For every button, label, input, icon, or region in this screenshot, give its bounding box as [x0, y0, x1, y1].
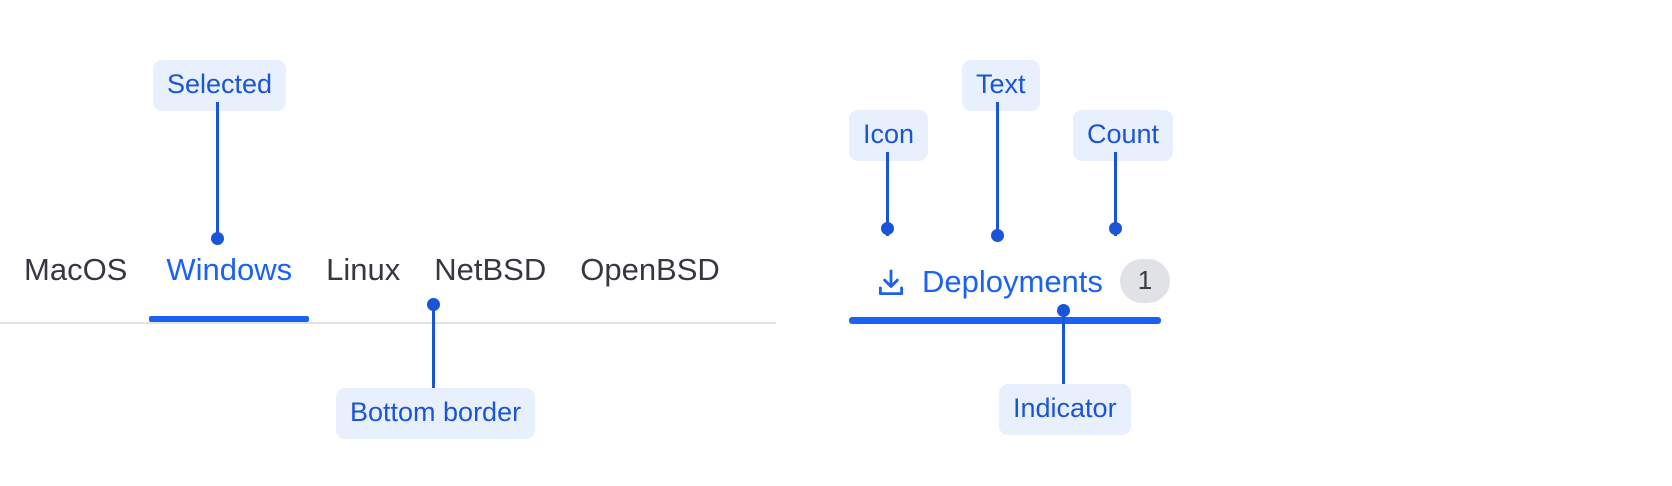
deployments-tab-button[interactable]: Deployments 1	[849, 248, 1170, 314]
tab-strip: MacOS Windows Linux NetBSD OpenBSD	[0, 248, 737, 322]
callout-selected-dot	[211, 232, 224, 245]
callout-indicator-dot	[1057, 304, 1070, 317]
os-tab-bar: MacOS Windows Linux NetBSD OpenBSD	[0, 248, 776, 324]
tab-windows-underline	[149, 316, 310, 322]
tab-macos-label: MacOS	[24, 252, 128, 287]
callout-selected-leader	[216, 102, 219, 236]
download-icon	[878, 269, 904, 295]
callout-bottom-border-leader	[432, 305, 435, 388]
tab-linux[interactable]: Linux	[309, 248, 417, 322]
callout-bottom-border-dot	[427, 298, 440, 311]
tab-openbsd[interactable]: OpenBSD	[563, 248, 737, 322]
callout-selected: Selected	[153, 60, 287, 111]
callout-text-dot	[991, 229, 1004, 242]
callout-text: Text	[962, 60, 1040, 111]
tab-windows-label: Windows	[166, 252, 293, 287]
callout-text-leader	[996, 102, 999, 236]
callout-count-dot	[1109, 222, 1122, 235]
tab-linux-label: Linux	[326, 252, 401, 287]
deployments-tab-indicator	[849, 317, 1161, 324]
tab-netbsd-label: NetBSD	[434, 252, 547, 287]
callout-count-leader	[1114, 152, 1117, 236]
deployments-count-badge: 1	[1119, 259, 1170, 303]
callout-icon-dot	[881, 222, 894, 235]
callout-count: Count	[1073, 110, 1174, 161]
tab-openbsd-label: OpenBSD	[580, 252, 720, 287]
callout-icon-leader	[886, 152, 889, 236]
callout-bottom-border: Bottom border	[336, 388, 536, 439]
callout-icon: Icon	[849, 110, 929, 161]
deployments-tab-label: Deployments	[922, 263, 1103, 299]
tab-bar-bottom-border	[0, 322, 776, 324]
deployments-tab: Deployments 1	[849, 248, 1170, 324]
tab-netbsd[interactable]: NetBSD	[417, 248, 563, 322]
callout-indicator-leader	[1062, 311, 1065, 384]
tab-macos[interactable]: MacOS	[0, 248, 149, 322]
tab-windows[interactable]: Windows	[149, 248, 310, 322]
callout-indicator: Indicator	[999, 384, 1131, 435]
